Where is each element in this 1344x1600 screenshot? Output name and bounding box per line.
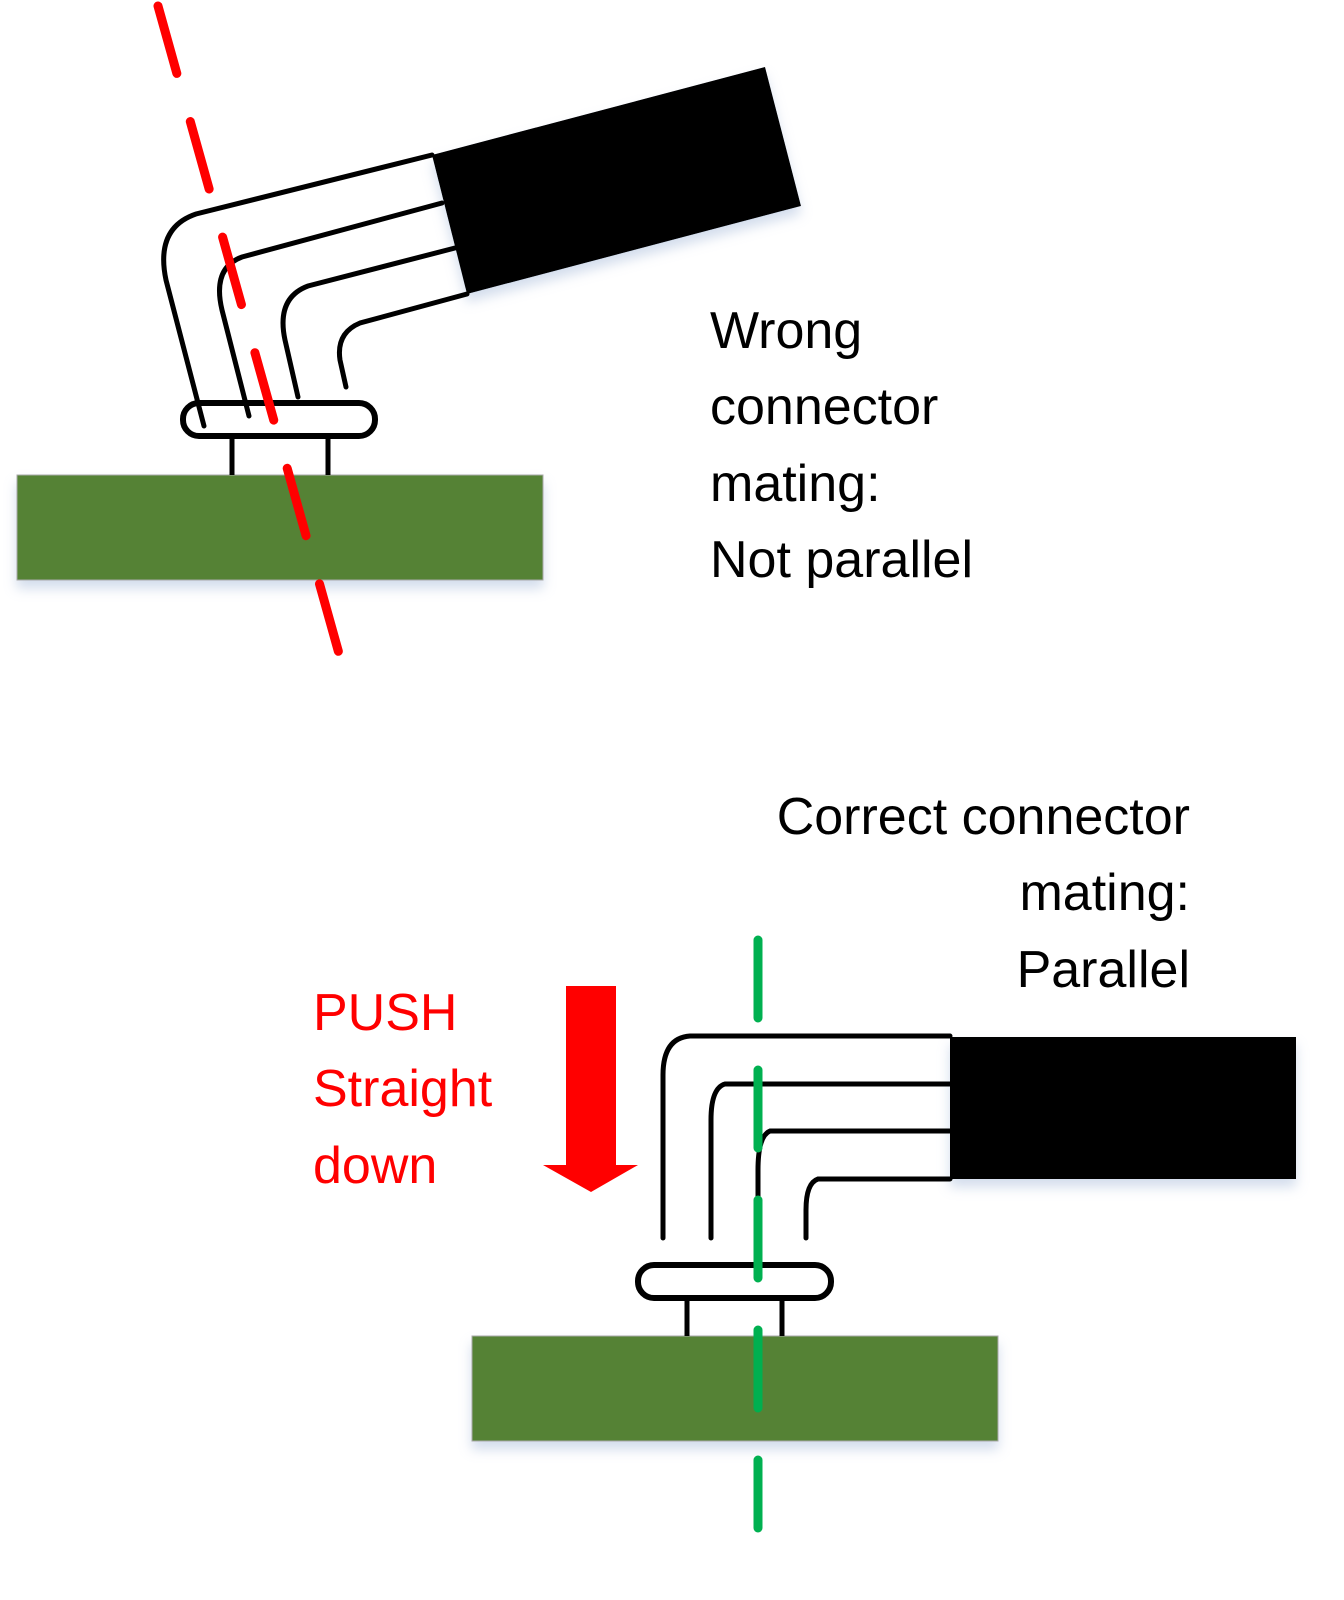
pcb-board-bottom <box>471 1335 999 1442</box>
wrong-caption-line-4: Not parallel <box>710 531 973 589</box>
wire-2-top <box>217 200 445 419</box>
push-instruction: PUSH Straight down <box>313 984 638 1195</box>
wire-1-bottom <box>660 1033 953 1241</box>
cable-body-top <box>432 67 801 294</box>
wrong-caption-line-3: mating: <box>710 455 881 513</box>
push-instruction-line-3: down <box>313 1137 437 1195</box>
wrong-mating-figure <box>16 1 801 698</box>
correct-caption-line-1: Correct connector <box>777 788 1190 846</box>
wire-2-bottom <box>708 1081 953 1241</box>
wrong-caption-line-1: Wrong <box>710 302 862 360</box>
cable-body-bottom <box>950 1037 1296 1179</box>
wire-3-top <box>280 245 458 400</box>
pcb-board-top <box>16 474 544 581</box>
wire-4-top <box>336 291 470 390</box>
wire-4-bottom <box>803 1176 953 1241</box>
correct-caption-line-2: mating: <box>1019 864 1190 922</box>
wrong-axis-line <box>153 1 355 698</box>
wrong-caption: Wrong connector mating: Not parallel <box>710 302 973 589</box>
down-arrow-icon <box>543 986 638 1192</box>
correct-caption: Correct connector mating: Parallel <box>777 788 1190 999</box>
push-instruction-line-1: PUSH <box>313 984 457 1042</box>
correct-mating-figure <box>471 935 1296 1533</box>
correct-caption-line-3: Parallel <box>1017 941 1190 999</box>
wire-1-top <box>161 152 435 429</box>
connector-header-top <box>180 400 378 439</box>
wrong-caption-line-2: connector <box>710 378 938 436</box>
connector-header-bottom <box>635 1262 834 1301</box>
push-instruction-line-2: Straight <box>313 1060 493 1118</box>
